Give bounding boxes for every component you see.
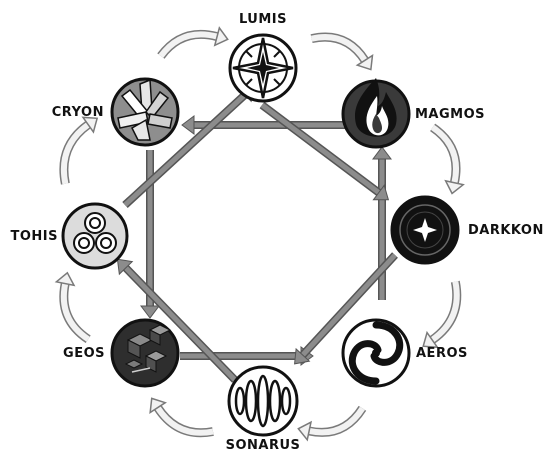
cycle-arrow-head	[215, 28, 228, 45]
node-label-sonarus: SONARUS	[226, 438, 301, 453]
node-darkkon: DARKKON	[392, 197, 544, 263]
node-label-aeros: AEROS	[416, 346, 468, 361]
chord-arrow-head	[182, 116, 194, 134]
node-lumis: LUMIS	[230, 12, 296, 101]
node-label-tohis: TOHIS	[11, 229, 59, 244]
chord-arrow-head	[373, 147, 391, 159]
node-label-geos: GEOS	[63, 346, 105, 361]
chord-arrow-head	[141, 306, 159, 318]
node-tohis: TOHIS	[11, 204, 128, 268]
node-label-cryon: CRYON	[52, 105, 104, 120]
node-label-magmos: MAGMOS	[415, 107, 485, 122]
node-label-lumis: LUMIS	[239, 12, 287, 27]
node-magmos: MAGMOS	[343, 78, 485, 147]
void-star-icon	[400, 205, 450, 255]
node-sonarus: SONARUS	[226, 367, 301, 453]
cycle-arrow-head	[56, 273, 74, 286]
cycle-arrow-head	[446, 181, 464, 194]
node-label-darkkon: DARKKON	[468, 223, 544, 238]
